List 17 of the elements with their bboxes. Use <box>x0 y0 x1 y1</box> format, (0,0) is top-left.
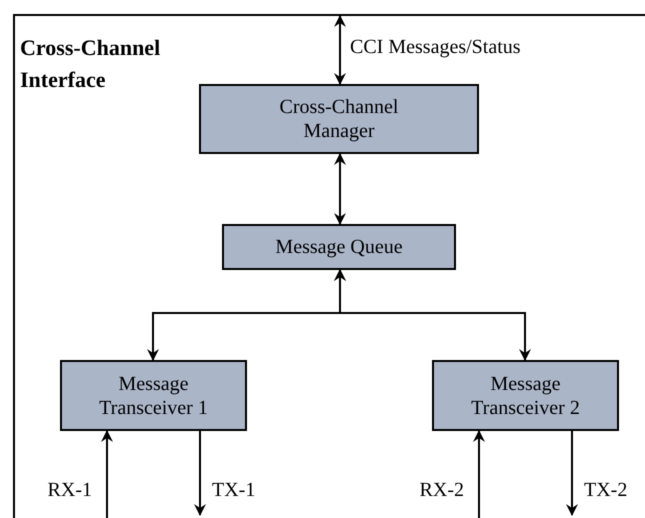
arrow <box>334 15 346 85</box>
system-frame <box>13 14 645 518</box>
arrow <box>473 430 485 518</box>
arrow <box>334 269 531 361</box>
process-box <box>432 360 619 431</box>
process-box <box>60 360 247 431</box>
box-label: Cross-Channel Manager <box>278 95 400 143</box>
arrow <box>566 431 578 516</box>
process-box <box>222 224 456 270</box>
arrow <box>194 431 206 516</box>
process-box <box>199 84 479 154</box>
arrow <box>334 153 346 225</box>
arrow <box>101 430 113 518</box>
box-label: Message Transceiver 1 <box>98 372 209 420</box>
frame-heading: Cross-Channel Interface <box>20 34 162 94</box>
box-label: Message Queue <box>275 235 403 259</box>
box-label: Message Transceiver 2 <box>470 372 581 420</box>
